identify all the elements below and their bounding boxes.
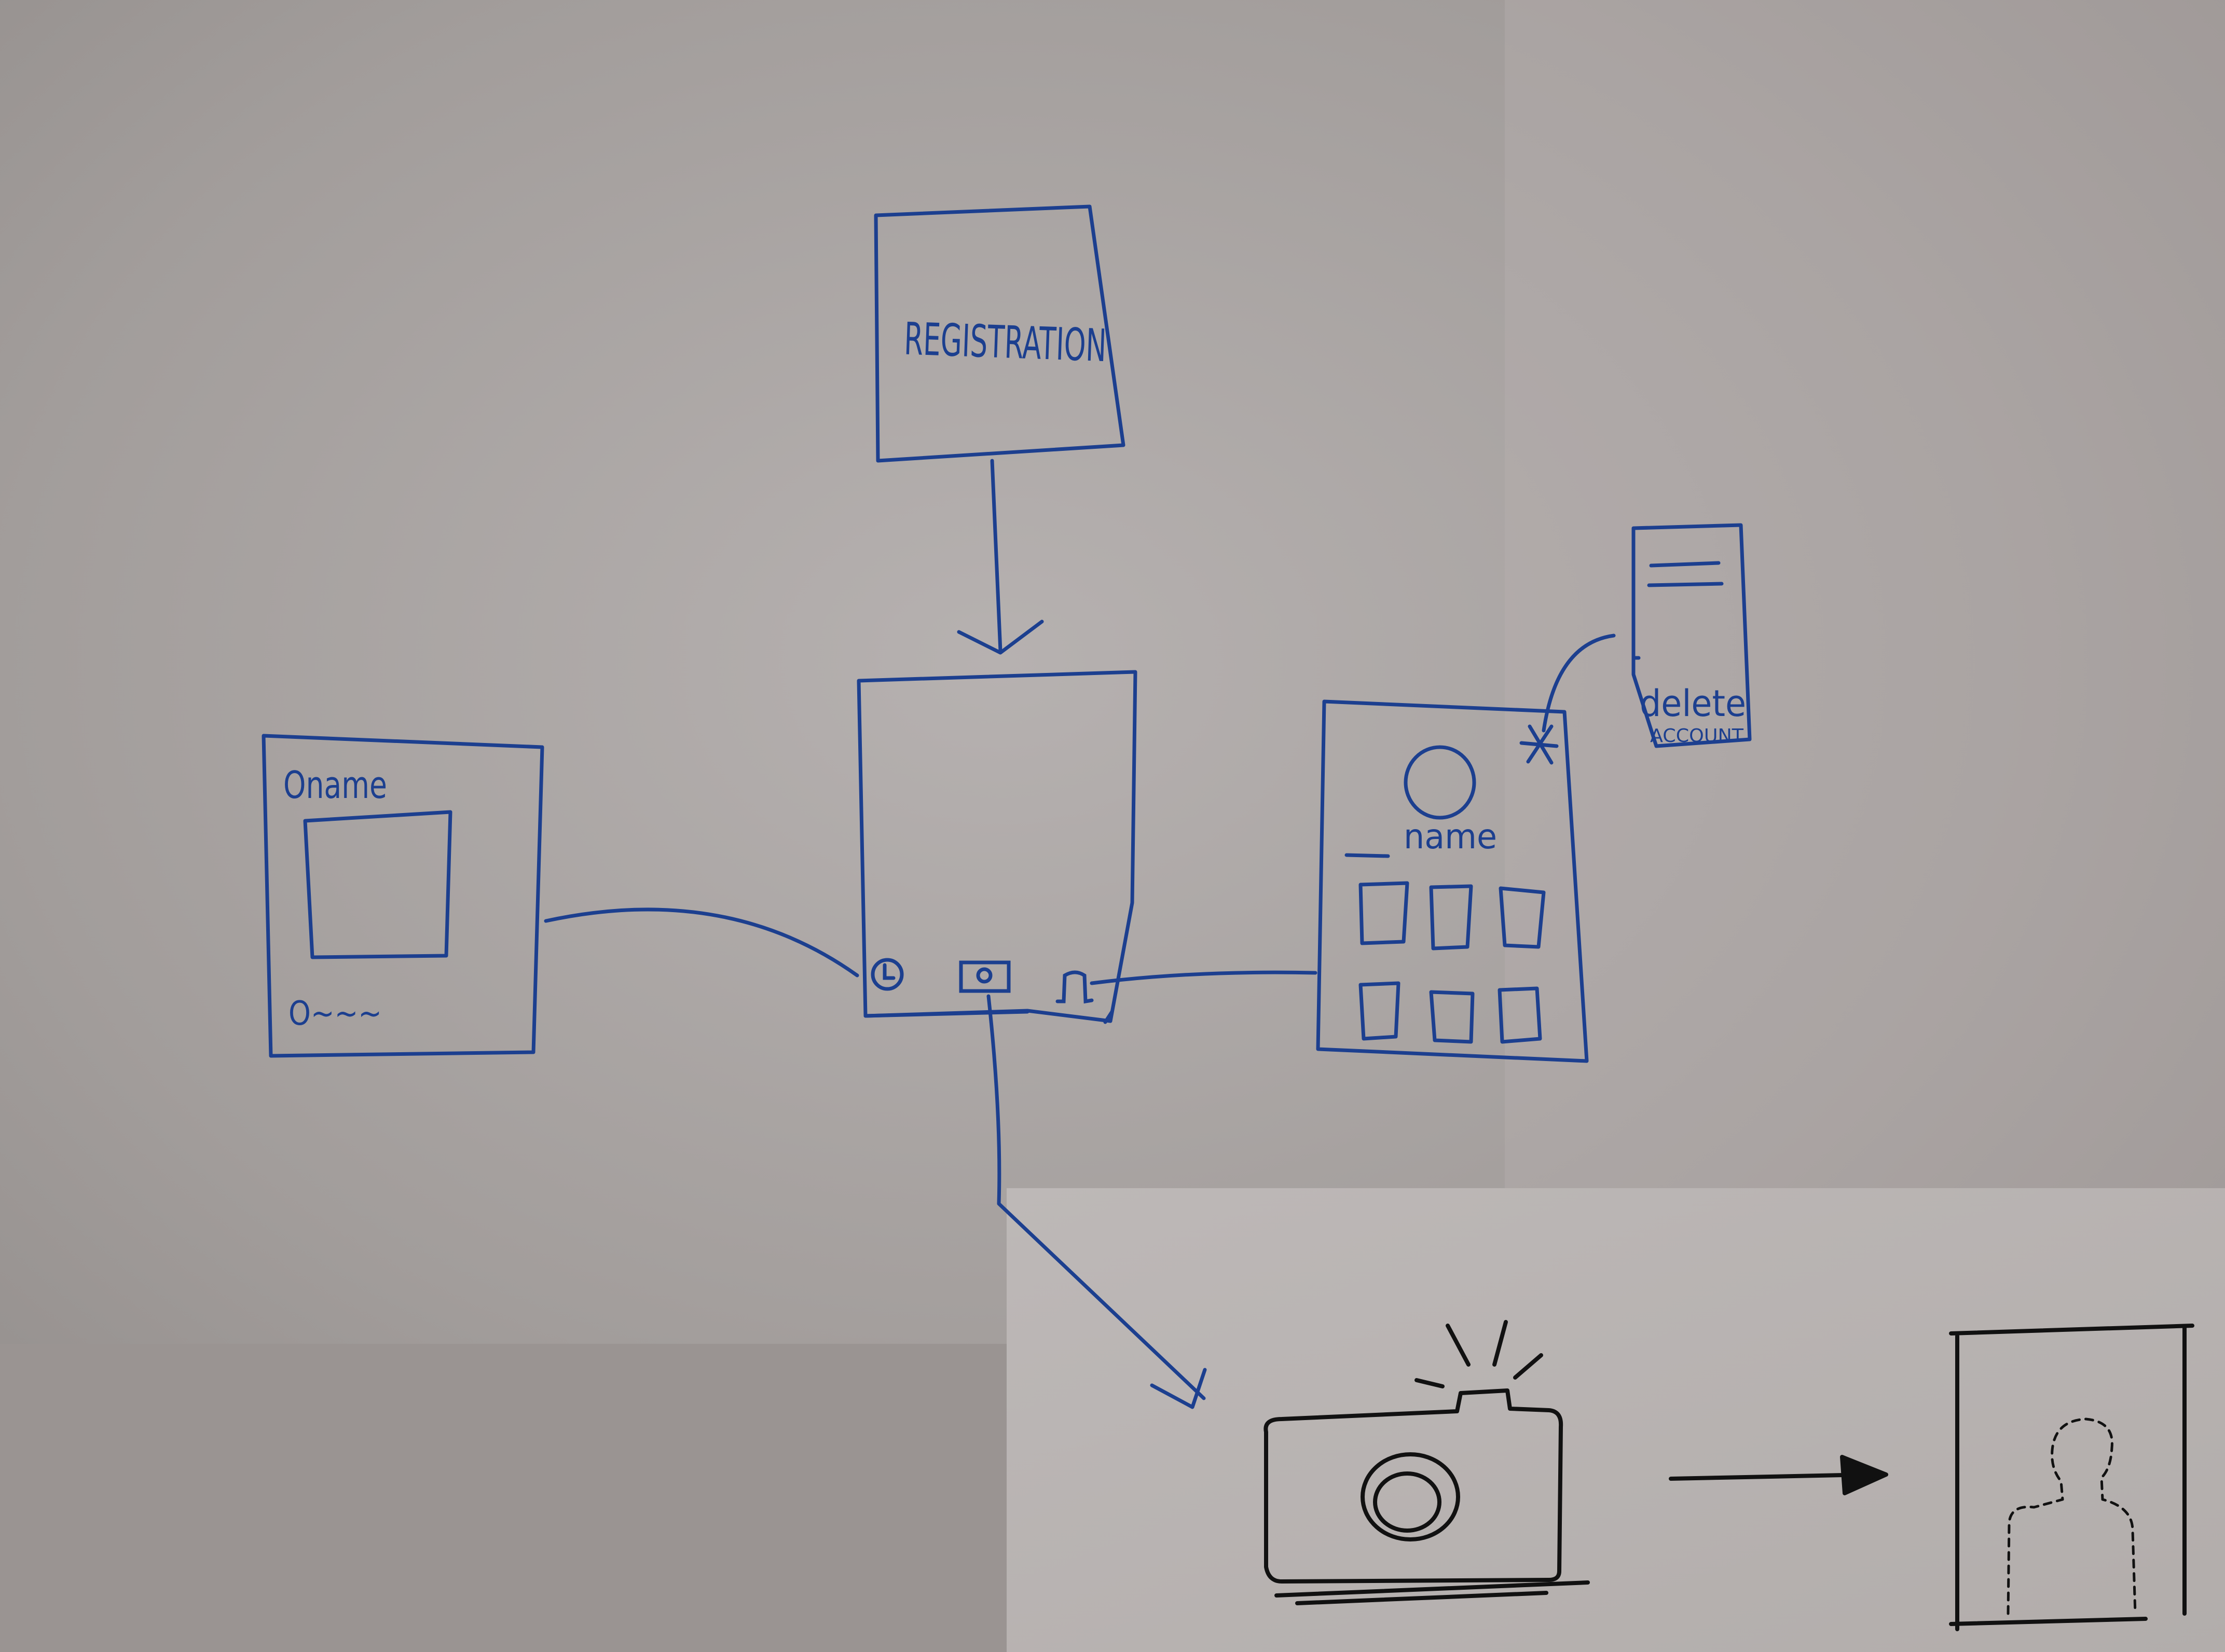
connector-settings-to-menu: [1542, 634, 1616, 733]
connector-post-to-home: [544, 907, 859, 978]
grid-thumb: [1358, 881, 1409, 945]
connector-camera-flow: [986, 994, 1207, 1409]
profile-icon[interactable]: [1055, 970, 1094, 1004]
post-title: Oname: [283, 763, 387, 807]
grid-thumb: [1498, 986, 1542, 1044]
whiteboard-right-band: [1505, 0, 2225, 1193]
profile-avatar: [1404, 745, 1476, 820]
home-screen: [857, 670, 1137, 1024]
arrow-registration-to-home: [957, 459, 1044, 655]
profile-name-label: name: [1404, 817, 1497, 857]
delete-account-label[interactable]: delete: [1640, 682, 1746, 725]
menu-line: [1649, 561, 1721, 568]
grid-thumb: [1358, 981, 1400, 1041]
paper-sheet: [1007, 1188, 2225, 1652]
grid-thumb: [1429, 884, 1473, 951]
menu-popup: [1631, 523, 1752, 748]
delete-account-sublabel[interactable]: ACCOUNT: [1650, 725, 1744, 747]
arrow-right-icon: [1669, 1455, 1888, 1495]
portrait-icon: [1949, 1324, 2194, 1631]
asterisk-icon[interactable]: [1519, 724, 1559, 765]
post-caption: O~~~: [289, 995, 382, 1033]
registration-label: REGISTRATION: [903, 313, 1107, 373]
profile-grid: [1358, 881, 1546, 1044]
profile-screen: [1316, 699, 1589, 1063]
connector-home-to-profile: [1090, 970, 1317, 985]
menu-line: [1647, 582, 1724, 587]
grid-thumb: [1429, 990, 1475, 1044]
whiteboard-lower-patch: [0, 1344, 1007, 1652]
clock-icon[interactable]: [871, 958, 904, 991]
camera-button[interactable]: [959, 960, 1011, 993]
registration-screen: [874, 204, 1125, 463]
profile-name-underline: [1344, 853, 1390, 858]
camera-icon: [1263, 1320, 1590, 1605]
grid-thumb: [1499, 886, 1546, 949]
post-screen: [262, 734, 544, 1058]
